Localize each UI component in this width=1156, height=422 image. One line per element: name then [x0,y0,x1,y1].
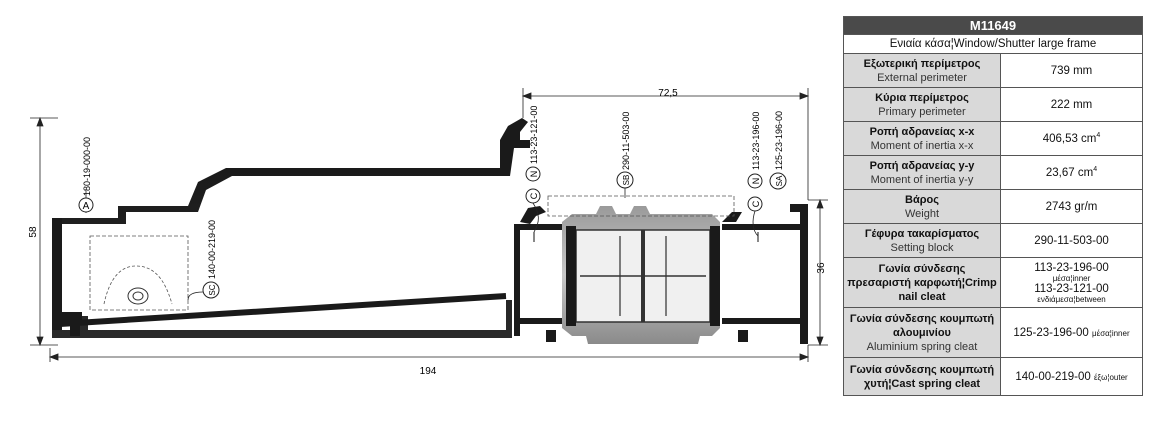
row-value: 2743 gr/m [1000,189,1143,224]
row-label-gr: Βάρος [905,193,939,206]
row-value: 406,53 cm4 [1000,121,1143,156]
row-value-text: 23,67 cm [1045,166,1094,179]
cleat-hole-inner [132,291,144,301]
dimension-36-label: 36 [816,262,827,274]
row-label-gr: Κύρια περίμετρος [875,91,969,104]
sash-profile [514,195,808,344]
width-dimension-194 [48,345,810,362]
dimension-72-5-label: 72,5 [658,88,678,99]
row-label-en: Setting block [890,241,954,254]
row-label-gr: Γωνία σύνδεσης πρεσαριστή καρφωτή¦Crimp … [847,262,997,303]
cleat-dome [103,265,173,305]
dimension-194-label: 194 [420,366,437,377]
marker-sc-code: 140-00-219-00 [207,220,217,279]
marker-sb-code: 290-11-503-00 [621,112,631,170]
marker-a-letter: A [83,201,90,212]
row-value: 125-23-196-00 μέσα¦inner [1000,307,1143,358]
crimp-inner-code: 113-23-196-00 [1034,261,1109,274]
marker-n-left-code: 113-23-121-00 [529,106,539,164]
row-value: 739 mm [1000,53,1143,88]
crimp-between-note: ενδιάμεσα¦between [1037,294,1106,304]
row-label-en: Moment of inertia x-x [870,139,974,152]
row-label-gr: Εξωτερική περίμετρος [863,57,981,70]
row-value: 140-00-219-00 έξω¦outer [1000,357,1143,396]
profile-code: M11649 [843,16,1143,35]
marker-sb: SB 290-11-503-00 [616,112,634,198]
large-frame-profile [52,118,530,338]
row-value: 113-23-196-00 μέσα¦inner 113-23-121-00 ε… [1000,257,1143,308]
marker-n-right-letter: N [751,178,761,185]
alu-code: 125-23-196-00 [1013,326,1089,339]
row-label-gr: Γέφυρα τακαρίσματος [864,227,980,240]
marker-c-left-letter: C [529,192,539,199]
crimp-between-code: 113-23-121-00 [1034,282,1109,295]
marker-cn-right: C N 113-23-196-00 SA 125-23-196-00 [747,111,787,237]
marker-a: A 180-19-000-00 [78,137,94,213]
spec-subtitle-row: Ενιαία κάσα¦Window/Shutter large frame [843,34,1143,54]
spec-row-crimp-cleat: Γωνία σύνδεσης πρεσαριστή καρφωτή¦Crimp … [843,257,1143,308]
row-value-sup: 4 [1096,132,1101,140]
row-label-gr: Γωνία σύνδεσης κουμπωτή αλουμινίου [849,312,995,339]
marker-sa-letter: SA [775,175,784,186]
row-label-en: External perimeter [877,71,967,84]
row-value: 290-11-503-00 [1000,223,1143,258]
height-dimension-58 [30,116,58,347]
row-label-gr: Ροπή αδρανείας x-x [869,125,975,138]
cast-cleat-outline [89,235,189,311]
row-label-en: Primary perimeter [878,105,966,118]
row-label-gr: Γωνία σύνδεσης κουμπωτή χυτή¦Cast spring… [849,363,995,390]
row-value: 222 mm [1000,87,1143,122]
alu-note: μέσα¦inner [1092,328,1130,338]
marker-sc-letter: SC [208,284,217,295]
marker-sb-letter: SB [622,175,631,186]
marker-a-code: 180-19-000-00 [82,137,92,196]
spec-row-cast-cleat: Γωνία σύνδεσης κουμπωτή χυτή¦Cast spring… [843,357,1143,396]
height-dimension-36 [808,198,828,347]
row-value-text: 406,53 cm [1042,132,1097,145]
spec-title-row: M11649 [843,16,1143,35]
marker-sc: SC 140-00-219-00 [187,220,220,301]
cast-note: έξω¦outer [1093,372,1128,382]
spec-table: M11649 Ενιαία κάσα¦Window/Shutter large … [843,16,1143,396]
row-label-en: Aluminium spring cleat [866,340,978,353]
profile-subtitle: Ενιαία κάσα¦Window/Shutter large frame [843,34,1143,54]
marker-sa-code: 125-23-196-00 [774,111,784,170]
profile-drawing: 58 194 72,5 36 [28,88,828,377]
dimension-58-label: 58 [28,226,39,238]
width-dimension-72-5 [521,88,810,200]
row-value-sup: 4 [1093,166,1098,174]
row-label-en: Moment of inertia y-y [870,173,974,186]
row-label-en: Weight [904,207,940,220]
marker-c-right-letter: C [751,200,761,207]
row-value: 23,67 cm4 [1000,155,1143,190]
marker-n-left-letter: N [529,171,539,178]
crimp-inner-note: μέσα¦inner [1052,273,1091,283]
marker-n-right-code: 113-23-196-00 [751,112,761,170]
marker-cn-left: C N 113-23-121-00 [525,106,541,233]
cast-code: 140-00-219-00 [1015,370,1091,383]
cleat-hole [127,287,149,305]
row-label-gr: Ροπή αδρανείας y-y [869,159,975,172]
